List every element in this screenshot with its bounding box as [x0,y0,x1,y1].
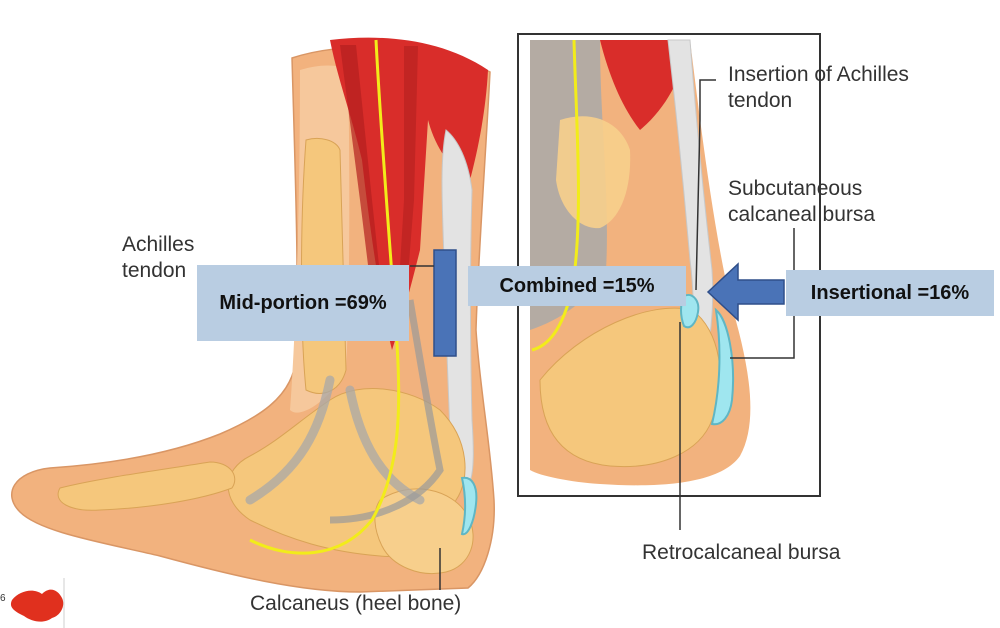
subcutaneous-calcaneal-bursa-label: Subcutaneous calcaneal bursa [728,177,876,226]
inset-illustration [517,33,821,530]
slide-number: 6 [0,593,6,604]
heel-bursa-left [460,476,478,536]
insertion-of-achilles-tendon-label: Insertion of Achilles tendon [728,63,909,112]
subcutaneous-bursa-shape [710,307,735,426]
achilles-tendon-left [441,129,474,485]
combined-callout: Combined =15% [468,266,686,306]
inset-tibia [556,116,631,229]
calcaneus-bone [374,488,474,574]
extensor-tendons [245,375,425,505]
mid-portion-callout: Mid-portion =69% [197,265,409,341]
mid-portion-marker [433,249,457,357]
insertional-callout: Insertional =16% [786,270,994,316]
logo [10,578,65,628]
sural-nerve [249,39,401,555]
insertion-leader [695,79,716,291]
calf-muscle-shade-2 [398,46,418,300]
achilles-tendon-label: Achilles tendon [122,233,195,282]
toe-bones [57,461,236,511]
retrocalcaneal-bursa-label: Retrocalcaneal bursa [642,541,841,564]
inset-nerve [531,39,580,352]
calf-muscle-shade [340,45,386,330]
calcaneus-label: Calcaneus (heel bone) [250,592,462,615]
inset-muscle [600,40,690,130]
logo-mark [10,589,64,622]
insertional-arrow [706,262,785,322]
